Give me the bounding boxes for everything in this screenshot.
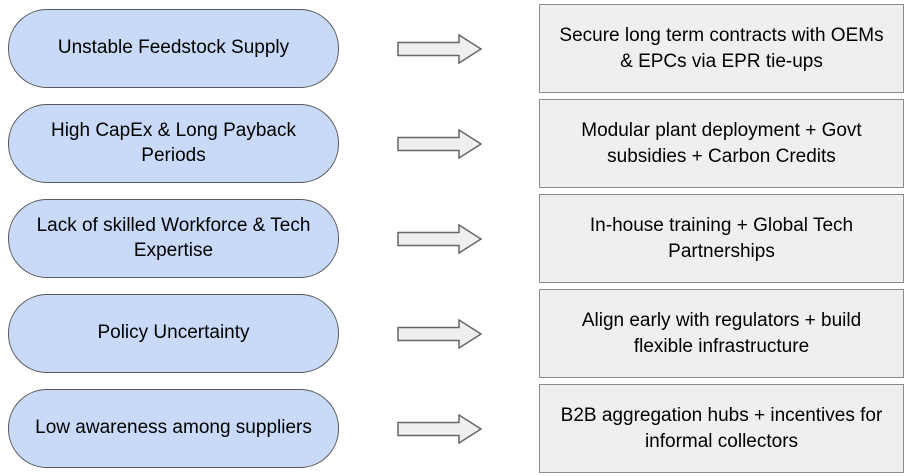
solution-label: B2B aggregation hubs + incentives for in… [560,404,883,452]
solution-box: B2B aggregation hubs + incentives for in… [539,384,904,473]
right-arrow-icon [396,128,482,159]
problem-label: Low awareness among suppliers [35,417,312,439]
solution-label: Secure long term contracts with OEMs & E… [559,24,884,72]
problem-pill: High CapEx & Long Payback Periods [8,104,339,183]
arrow-zone [339,128,539,159]
solution-box: Align early with regulators + build flex… [539,289,904,378]
problem-pill: Policy Uncertainty [8,294,339,373]
solution-box: In-house training + Global Tech Partners… [539,194,904,283]
problem-pill: Low awareness among suppliers [8,389,339,468]
solution-label: Align early with regulators + build flex… [581,309,862,357]
problem-pill: Unstable Feedstock Supply [8,9,339,88]
diagram-row: Unstable Feedstock Supply Secure long te… [0,1,910,96]
solution-label: In-house training + Global Tech Partners… [589,214,854,262]
right-arrow-icon [396,33,482,64]
right-arrow-icon [396,318,482,349]
solution-label: Modular plant deployment + Govt subsidie… [581,119,862,167]
diagram-row: Policy Uncertainty Align early with regu… [0,286,910,381]
arrow-zone [339,318,539,349]
problem-label: High CapEx & Long Payback Periods [50,119,297,166]
problem-label: Policy Uncertainty [97,322,250,344]
diagram-row: High CapEx & Long Payback Periods Modula… [0,96,910,191]
arrow-zone [339,33,539,64]
arrow-zone [339,413,539,444]
diagram-row: Lack of skilled Workforce & Tech Experti… [0,191,910,286]
diagram-row: Low awareness among suppliers B2B aggreg… [0,381,910,476]
arrow-zone [339,223,539,254]
problem-label: Lack of skilled Workforce & Tech Experti… [36,214,311,261]
problem-label: Unstable Feedstock Supply [57,37,290,59]
right-arrow-icon [396,413,482,444]
problem-pill: Lack of skilled Workforce & Tech Experti… [8,199,339,278]
right-arrow-icon [396,223,482,254]
solution-box: Secure long term contracts with OEMs & E… [539,4,904,93]
solution-box: Modular plant deployment + Govt subsidie… [539,99,904,188]
